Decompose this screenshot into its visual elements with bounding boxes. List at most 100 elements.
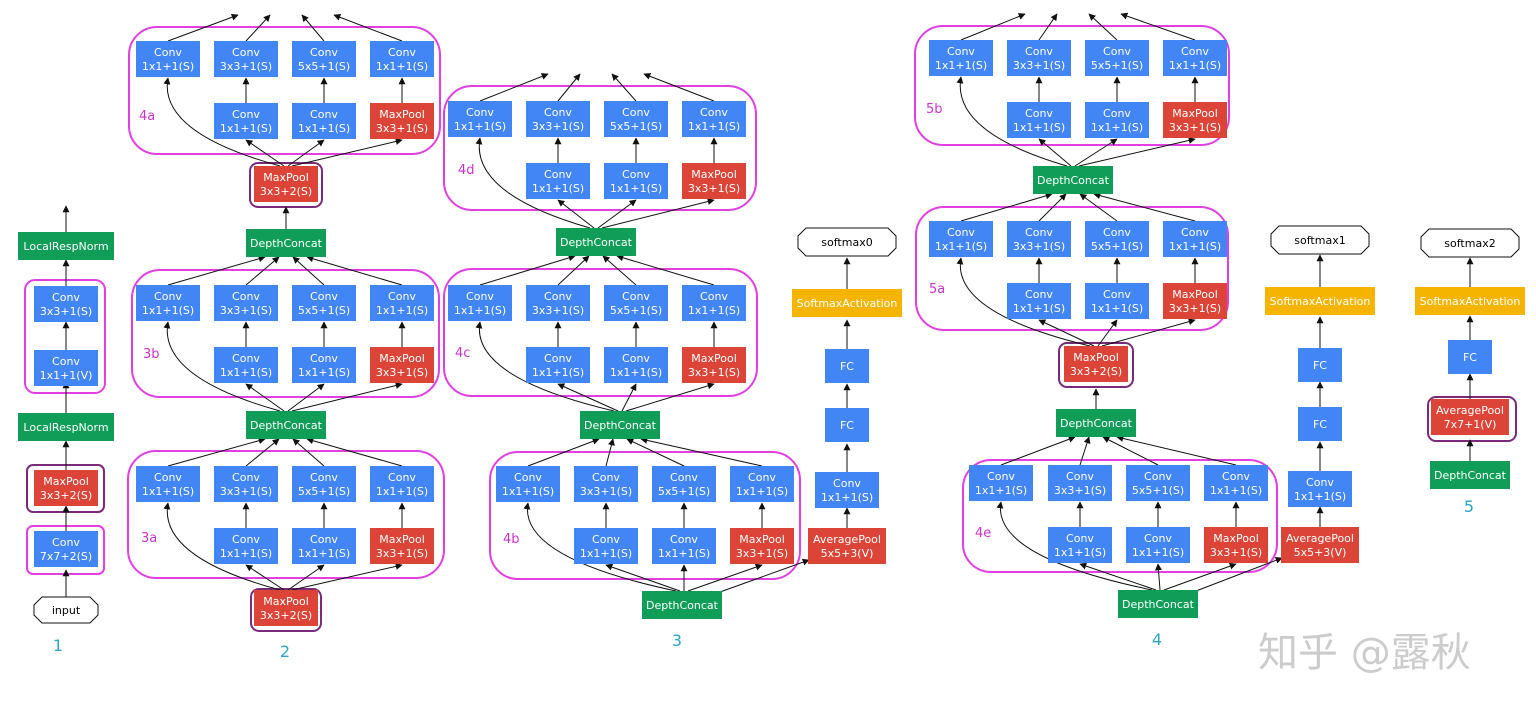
edge-48 <box>527 437 600 467</box>
m5b-conv3x3-box <box>1007 40 1071 76</box>
m3b-reduce5x5-box <box>292 347 356 383</box>
m3b-conv5x5-box <box>292 285 356 321</box>
edge-111 <box>1038 13 1058 41</box>
m4c-conv-pool-proj-box <box>682 285 746 321</box>
m3b-conv-pool-proj-label: Conv <box>388 290 416 303</box>
m4b-conv-pool-proj-label: 1x1+1(S) <box>736 485 788 498</box>
m4b-conv-pool-proj-label: Conv <box>748 471 776 484</box>
p1-conv3x3-box <box>34 286 98 322</box>
m4b-maxpool-label: MaxPool <box>739 533 785 546</box>
m4b-reduce5x5-label: 1x1+1(S) <box>658 547 710 560</box>
m4b-conv3x3-label: Conv <box>592 471 620 484</box>
m4d-conv5x5-label: Conv <box>622 106 650 119</box>
m4a-conv-pool-proj-label: 1x1+1(S) <box>376 60 428 73</box>
p4-fc2-box <box>1298 348 1342 382</box>
m3b-module-label: 3b <box>143 347 160 362</box>
m4a-reduce5x5-label: Conv <box>310 108 338 121</box>
p5-fc-box <box>1448 340 1492 374</box>
m5a-reduce5x5-box <box>1085 283 1149 319</box>
edge-45 <box>605 563 681 592</box>
m3a-module-label: 3a <box>141 531 157 546</box>
edge-97 <box>1097 319 1118 347</box>
m5a-module-label: 5a <box>929 282 945 297</box>
m4a-conv1x1-label: 1x1+1(S) <box>142 60 194 73</box>
p1-maxpool-box <box>34 470 98 506</box>
p3-fc2-box <box>825 349 869 383</box>
m4c-maxpool-label: 3x3+1(S) <box>688 366 740 379</box>
m4e-module-outline <box>962 459 1278 573</box>
p2-maxpool-top-label: MaxPool <box>263 171 309 184</box>
p1-conv7x7-box <box>34 531 98 567</box>
edge-100 <box>1038 193 1067 222</box>
edge-51 <box>640 436 763 467</box>
m4d-conv1x1-label: 1x1+1(S) <box>454 120 506 133</box>
m5b-conv5x5-box <box>1085 40 1149 76</box>
p4-aux-conv-label: Conv <box>1306 476 1334 489</box>
m4d-conv3x3-label: Conv <box>544 106 572 119</box>
m4a-maxpool-label: 3x3+1(S) <box>376 122 428 135</box>
m4c-reduce3x3-label: Conv <box>544 352 572 365</box>
p2-concat-3a-label: DepthConcat <box>250 419 323 432</box>
edge-83 <box>996 501 1153 591</box>
p1-lrn1-label: LocalRespNorm <box>23 421 108 434</box>
p4-softmax-act-label: SoftmaxActivation <box>1270 295 1371 308</box>
p2-concat-3b-label: DepthConcat <box>250 237 323 250</box>
m4c-module-label: 4c <box>455 346 470 361</box>
m3b-reduce3x3-label: 1x1+1(S) <box>220 366 272 379</box>
m4d-module-outline <box>443 85 757 211</box>
m3b-conv1x1-label: 1x1+1(S) <box>142 304 194 317</box>
m5b-module-label: 5b <box>926 102 943 117</box>
edge-35 <box>287 139 325 167</box>
edge-50 <box>626 438 685 467</box>
m4c-reduce3x3-label: 1x1+1(S) <box>532 366 584 379</box>
m4e-conv1x1-label: 1x1+1(S) <box>975 484 1027 497</box>
p1-conv3x3-label: 3x3+1(S) <box>40 305 92 318</box>
edge-110 <box>960 13 1026 41</box>
edge-40 <box>333 13 403 42</box>
p1-conv1x1-box <box>34 350 98 386</box>
m4e-conv3x3-box <box>1048 465 1112 501</box>
p2-maxpool-bottom-box <box>254 590 318 626</box>
edge-44 <box>523 502 677 592</box>
edge-109 <box>1078 137 1196 167</box>
m4e-maxpool-label: 3x3+1(S) <box>1210 546 1262 559</box>
m4d-conv5x5-label: 5x5+1(S) <box>610 120 662 133</box>
m4e-reduce3x3-label: Conv <box>1066 532 1094 545</box>
p1-conv-outline <box>24 279 106 394</box>
m4b-conv5x5-box <box>652 466 716 502</box>
p4-fc1-box <box>1298 407 1342 441</box>
p1-conv1x1-label: Conv <box>52 355 80 368</box>
edge-89 <box>1102 436 1159 466</box>
edge-74 <box>719 558 810 593</box>
m5a-conv5x5-box <box>1085 221 1149 257</box>
edge-15 <box>245 438 280 467</box>
m5a-module-outline <box>915 206 1229 331</box>
m4b-conv1x1-label: Conv <box>514 471 542 484</box>
edge-33 <box>163 77 281 167</box>
p2-maxpool-top-box <box>254 166 318 202</box>
m5b-conv-pool-proj-label: Conv <box>1181 45 1209 58</box>
m5a-conv5x5-label: 5x5+1(S) <box>1091 240 1143 253</box>
p1-maxpool-label: 3x3+2(S) <box>40 489 92 502</box>
p3-fc1-box <box>825 408 869 442</box>
edge-101 <box>1079 193 1118 222</box>
m5b-conv-pool-proj-label: 1x1+1(S) <box>1169 59 1221 72</box>
m4d-conv-pool-proj-label: Conv <box>700 106 728 119</box>
m4b-module-label: 4b <box>503 532 520 547</box>
m4a-conv1x1-box <box>136 41 200 77</box>
m5b-conv3x3-label: 3x3+1(S) <box>1013 59 1065 72</box>
m3a-maxpool-box <box>370 528 434 564</box>
m3a-conv3x3-label: 3x3+1(S) <box>220 485 272 498</box>
m3a-conv-pool-proj-box <box>370 466 434 502</box>
p3-avgpool-label: AveragePool <box>813 533 881 546</box>
p5-concat-box <box>1430 461 1510 489</box>
p3-avgpool-label: 5x5+3(V) <box>821 547 874 560</box>
edge-73 <box>643 73 715 102</box>
m5a-conv3x3-box <box>1007 221 1071 257</box>
m4d-module-label: 4d <box>458 163 475 178</box>
m4e-conv-pool-proj-label: Conv <box>1222 470 1250 483</box>
m5a-conv3x3-label: Conv <box>1025 226 1053 239</box>
edge-23 <box>287 383 325 412</box>
p3-avgpool-box <box>808 528 886 564</box>
